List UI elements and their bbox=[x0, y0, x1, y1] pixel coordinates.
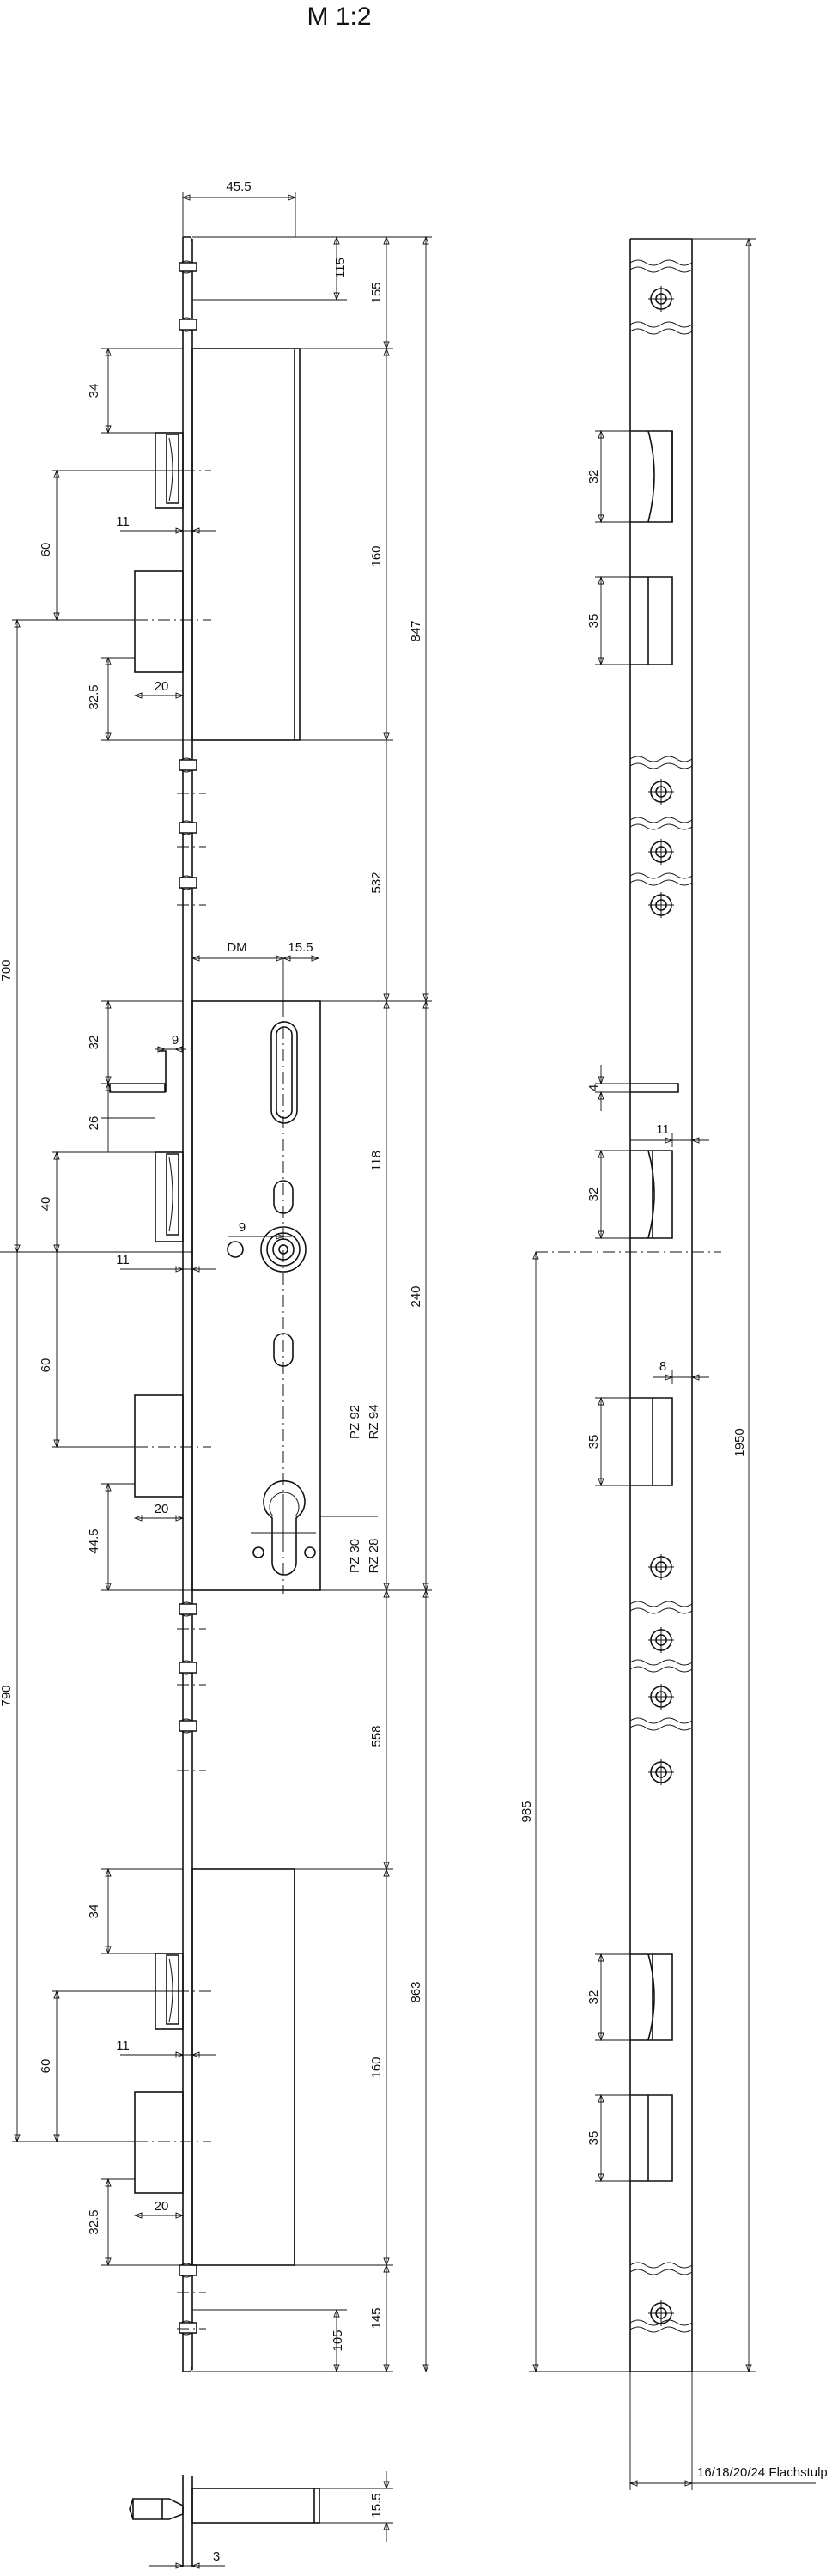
dim-790: 790 bbox=[0, 1685, 14, 1706]
dim-60-bottom: 60 bbox=[39, 2059, 53, 2074]
right-faceplate-view bbox=[529, 237, 816, 2490]
label-rz28: RZ 28 bbox=[367, 1539, 381, 1574]
dim-105: 105 bbox=[331, 2330, 345, 2351]
dim-32-latch: 32 bbox=[87, 1036, 101, 1050]
dim-r-35-center: 35 bbox=[586, 1435, 601, 1449]
dim-863: 863 bbox=[409, 1981, 423, 2002]
dim-11-bottom: 11 bbox=[116, 2038, 130, 2053]
screw-holes bbox=[648, 286, 674, 2326]
label-pz30: PZ 30 bbox=[348, 1539, 362, 1573]
dim-20-center: 20 bbox=[155, 1502, 169, 1516]
dim-60-top: 60 bbox=[39, 543, 53, 557]
label-flachstulp: 16/18/20/24 Flachstulp bbox=[697, 2465, 828, 2480]
dim-45-5: 45.5 bbox=[226, 179, 251, 194]
left-dimensions bbox=[0, 192, 432, 2373]
dim-r-8: 8 bbox=[659, 1359, 666, 1374]
dim-847: 847 bbox=[409, 620, 423, 641]
dim-160-top: 160 bbox=[369, 545, 384, 567]
dim-r-11: 11 bbox=[656, 1122, 670, 1137]
dim-20-top: 20 bbox=[155, 679, 169, 694]
dim-dm: DM bbox=[227, 940, 246, 955]
right-labels: 32 35 4 11 32 8 35 1950 985 32 35 16/18/… bbox=[519, 470, 828, 2480]
dim-44-5: 44.5 bbox=[87, 1528, 101, 1553]
dim-160-bottom: 160 bbox=[369, 2057, 384, 2078]
dim-34-bottom: 34 bbox=[87, 1905, 101, 1919]
dim-558: 558 bbox=[369, 1725, 384, 1747]
dim-32-5-bottom: 32.5 bbox=[87, 2209, 101, 2234]
dim-40: 40 bbox=[39, 1197, 53, 1212]
dim-r-35-top: 35 bbox=[586, 614, 601, 629]
dim-r-32-top: 32 bbox=[586, 470, 601, 484]
label-pz92: PZ 92 bbox=[348, 1405, 362, 1439]
dim-240: 240 bbox=[409, 1285, 423, 1307]
dim-155: 155 bbox=[369, 282, 384, 303]
dim-section-3: 3 bbox=[213, 2549, 220, 2564]
dim-section-15-5: 15.5 bbox=[369, 2493, 384, 2518]
dim-60-center: 60 bbox=[39, 1358, 53, 1373]
section-view: 15.5 3 bbox=[129, 2471, 393, 2569]
dim-r-32-center: 32 bbox=[586, 1188, 601, 1202]
dim-r-4: 4 bbox=[586, 1084, 601, 1091]
dim-15-5: 15.5 bbox=[288, 940, 313, 955]
dim-r-35-bottom: 35 bbox=[586, 2131, 601, 2146]
label-rz94: RZ 94 bbox=[367, 1405, 381, 1440]
dim-11-center: 11 bbox=[116, 1253, 130, 1267]
dim-532: 532 bbox=[369, 872, 384, 893]
dim-11-top: 11 bbox=[116, 514, 130, 529]
dim-9-follower: 9 bbox=[239, 1220, 246, 1235]
dim-115: 115 bbox=[333, 258, 348, 278]
left-lock-view bbox=[109, 236, 378, 2372]
dim-9-latch: 9 bbox=[172, 1033, 179, 1048]
dim-700: 700 bbox=[0, 959, 14, 981]
dim-20-bottom: 20 bbox=[155, 2199, 169, 2214]
dim-118: 118 bbox=[369, 1151, 384, 1171]
dim-32-5-top: 32.5 bbox=[87, 684, 101, 709]
dim-34-top: 34 bbox=[87, 384, 101, 398]
left-labels: 45.5 115 155 34 60 11 160 847 32.5 20 53… bbox=[0, 179, 423, 2352]
scale-title: M 1:2 bbox=[307, 3, 371, 31]
dim-r-32-bottom: 32 bbox=[586, 1990, 601, 2005]
dim-145: 145 bbox=[369, 2307, 384, 2329]
dim-r-1950: 1950 bbox=[732, 1428, 747, 1456]
dim-r-985: 985 bbox=[519, 1801, 534, 1822]
dim-26: 26 bbox=[87, 1116, 101, 1131]
